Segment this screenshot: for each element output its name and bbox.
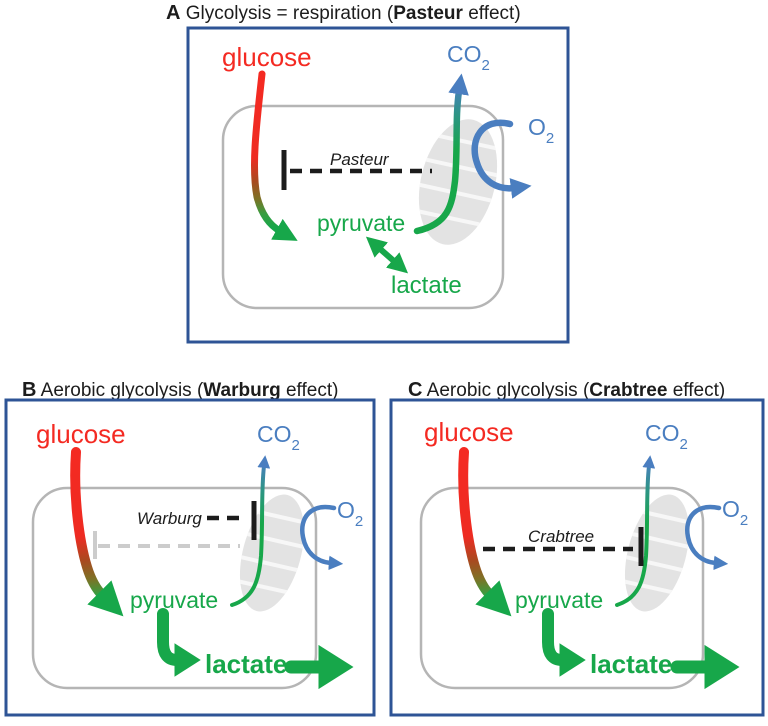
pyruvate-to-co2-arrow-a (413, 73, 469, 235)
o2-label-a: O2 (528, 114, 554, 147)
lactate-label-c: lactate (590, 649, 672, 679)
panel-b-border (4, 398, 376, 717)
panel-c-title-post: effect) (667, 380, 725, 401)
pyruvate-label-a: pyruvate (317, 210, 405, 236)
o2-label-c: O2 (722, 496, 748, 529)
co2-subscript-c: 2 (680, 436, 688, 453)
pyruvate-lactate-double-arrow (365, 236, 409, 274)
panel-c-letter: C (408, 379, 422, 401)
o2-uptake-arrow-c (685, 504, 729, 571)
pyruvate-to-co2-arrow-b (230, 455, 271, 607)
co2-label-c: CO2 (645, 420, 688, 453)
lactate-label-a: lactate (391, 272, 462, 299)
lactate-label-b: lactate (205, 649, 287, 679)
panel-c-title: C Aerobic glycolysis (Crabtree effect) (408, 379, 725, 401)
panel-b: B Aerobic glycolysis (Warburg effect) Wa… (4, 379, 376, 717)
pyruvate-to-co2-arrow-c (615, 455, 656, 607)
panel-c-title-pre: Aerobic glycolysis ( (422, 380, 590, 401)
panel-a-title: A Glycolysis = respiration (Pasteur effe… (166, 2, 521, 24)
pyruvate-to-lactate-arrow-c (542, 608, 586, 677)
warburg-label: Warburg (137, 509, 202, 528)
co2-base-c: CO (645, 420, 680, 446)
co2-label-b: CO2 (257, 421, 300, 454)
glucose-label-b: glucose (36, 419, 126, 449)
o2-label-b: O2 (337, 497, 363, 530)
panel-b-title-pre: Aerobic glycolysis ( (36, 380, 204, 401)
o2-subscript-c: 2 (740, 512, 748, 529)
glucose-to-pyruvate-arrow-a (251, 70, 298, 241)
panel-b-title: B Aerobic glycolysis (Warburg effect) (22, 379, 338, 401)
glucose-label-a: glucose (222, 42, 312, 72)
o2-subscript-a: 2 (546, 130, 554, 147)
panel-b-title-post: effect) (281, 380, 339, 401)
panel-c: C Aerobic glycolysis (Crabtree effect) C… (389, 379, 765, 717)
cell-membrane-a (221, 104, 505, 310)
co2-base-b: CO (257, 421, 292, 447)
cell-membrane-b (31, 486, 318, 690)
o2-base-b: O (337, 497, 355, 523)
panel-a-title-post: effect) (463, 3, 521, 24)
co2-subscript-a: 2 (482, 57, 490, 74)
panel-c-title-bold: Crabtree (589, 380, 667, 401)
panel-a-border (186, 26, 570, 344)
panel-c-border (389, 398, 765, 717)
pyruvate-label-b: pyruvate (130, 587, 218, 613)
o2-subscript-b: 2 (355, 513, 363, 530)
pyruvate-label-c: pyruvate (515, 587, 603, 613)
co2-subscript-b: 2 (292, 437, 300, 454)
cell-membrane-c (419, 486, 705, 690)
panel-a: A Glycolysis = respiration (Pasteur effe… (166, 2, 570, 344)
o2-uptake-arrow-b (300, 504, 344, 571)
glucose-to-pyruvate-arrow-c (458, 447, 512, 617)
co2-base-a: CO (447, 41, 482, 67)
o2-base-c: O (722, 496, 740, 522)
panel-a-title-bold: Pasteur (393, 3, 463, 24)
panel-a-letter: A (166, 2, 180, 24)
panel-b-letter: B (22, 379, 36, 401)
crabtree-label: Crabtree (528, 527, 594, 546)
pyruvate-to-lactate-arrow-b (157, 608, 201, 677)
pasteur-label: Pasteur (330, 150, 390, 169)
co2-label-a: CO2 (447, 41, 490, 74)
glucose-to-pyruvate-arrow-b (70, 447, 124, 617)
mitochondrion-cristae (237, 509, 309, 595)
o2-uptake-arrow-a (471, 119, 532, 199)
panel-b-title-bold: Warburg (203, 380, 280, 401)
panel-a-title-pre: Glycolysis = respiration ( (180, 3, 393, 24)
o2-base-a: O (528, 114, 546, 140)
glucose-label-c: glucose (424, 417, 514, 447)
